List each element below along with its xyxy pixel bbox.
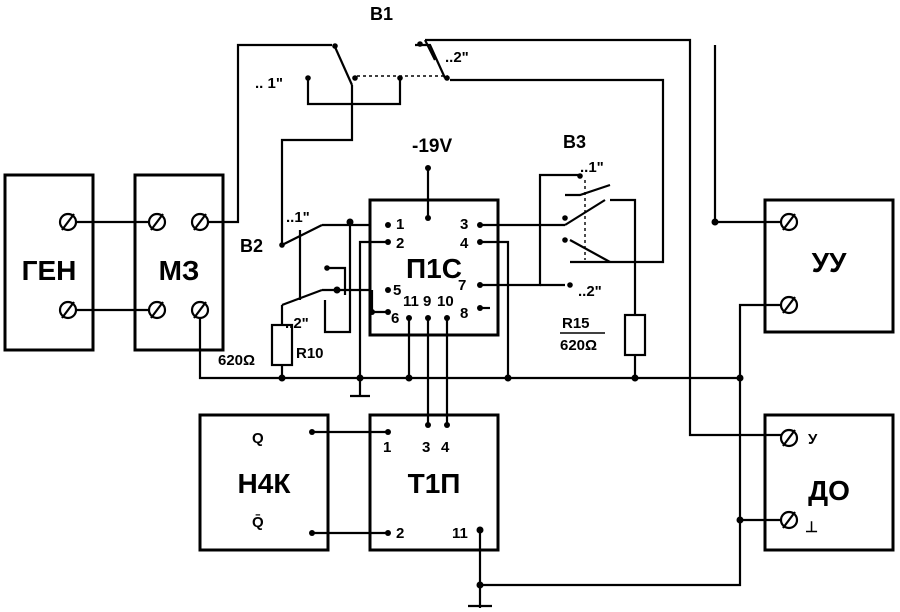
switch-b2-label: B2	[240, 236, 263, 256]
b2-position-2: ..2"	[285, 315, 309, 332]
p1c-pin-1: 1	[396, 216, 404, 233]
mz-block	[133, 173, 225, 352]
b3-position-2: ..2"	[578, 283, 602, 300]
t1p-pin-4: 4	[441, 439, 450, 456]
do-label: ДО	[808, 475, 850, 506]
p1c-pin-4: 4	[460, 235, 469, 252]
mz-terminal-out-bottom	[190, 300, 210, 320]
uu-terminal-bottom	[779, 295, 799, 315]
mz-terminal-in-top	[147, 212, 167, 232]
uu-terminal-top	[779, 212, 799, 232]
do-terminal-y	[779, 428, 799, 448]
supply-voltage-label: -19V	[412, 136, 452, 157]
do-terminal-y-label: У	[808, 431, 818, 448]
gen-terminal-top	[58, 212, 78, 232]
switch-b3-label: B3	[563, 132, 586, 152]
p1c-pin-9: 9	[423, 293, 431, 310]
r15-value: 620Ω	[560, 337, 597, 354]
p1c-pin-2: 2	[396, 235, 404, 252]
r10-name: R10	[296, 345, 324, 362]
r15-name: R15	[562, 315, 590, 332]
p1c-pin-6: 6	[391, 310, 399, 327]
do-terminal-ground	[779, 510, 799, 530]
p1c-pin-8: 8	[460, 305, 468, 322]
n4k-label: Н4К	[238, 468, 292, 499]
switch-b1-label: B1	[370, 4, 393, 24]
t1p-pin-3: 3	[422, 439, 430, 456]
p1c-label: П1С	[406, 253, 462, 284]
b3-position-1: ..1"	[580, 159, 604, 176]
uu-label: УУ	[812, 247, 847, 278]
p1c-pin-11: 11	[403, 293, 419, 310]
t1p-label: Т1П	[408, 468, 461, 499]
p1c-pin-7: 7	[458, 277, 466, 294]
n4k-output-q-bar: Q̄	[252, 513, 264, 531]
do-terminal-ground-label: ⊥	[805, 519, 818, 536]
n4k-block	[198, 413, 330, 552]
p1c-pin-3: 3	[460, 216, 468, 233]
b1-position-2: ..2"	[445, 49, 469, 66]
mz-terminal-out-top	[190, 212, 210, 232]
mz-terminal-in-bottom	[147, 300, 167, 320]
b2-position-1: ..1"	[286, 209, 310, 226]
t1p-block	[368, 413, 500, 552]
gen-label: ГЕН	[22, 255, 77, 286]
t1p-pin-2: 2	[396, 525, 404, 542]
p1c-pin-10: 10	[437, 293, 454, 310]
wiring	[76, 38, 782, 608]
r10-value: 620Ω	[218, 352, 255, 369]
p1c-pin-5: 5	[393, 282, 401, 299]
gen-terminal-bottom	[58, 300, 78, 320]
n4k-output-q: Q	[252, 430, 264, 447]
mz-label: МЗ	[159, 255, 200, 286]
t1p-pin-1: 1	[383, 439, 391, 456]
gen-block	[3, 173, 95, 352]
p1c-block	[368, 198, 500, 337]
b1-position-1: .. 1"	[255, 75, 283, 92]
t1p-pin-11: 11	[452, 525, 468, 542]
